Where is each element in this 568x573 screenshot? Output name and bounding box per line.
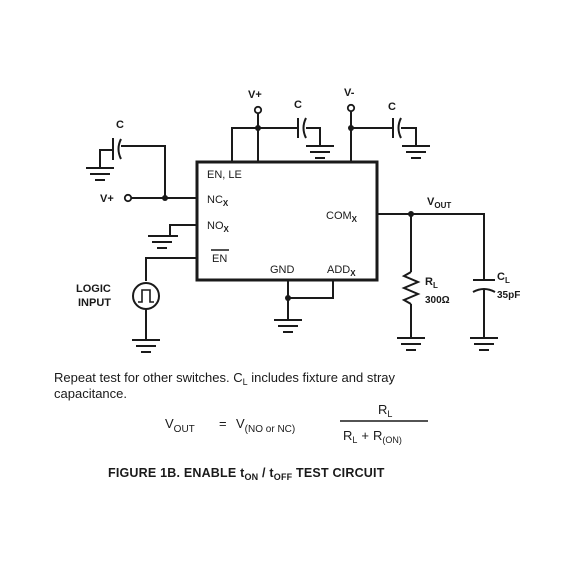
equation-rhs: V(NO or NC) — [236, 416, 295, 435]
gnd-address-ground — [274, 280, 334, 333]
pin-com: COMX — [326, 210, 358, 224]
rl-value: 300Ω — [425, 295, 450, 306]
pin-nc: NCX — [207, 194, 229, 208]
capacitor-label-left: C — [116, 119, 124, 131]
logic-input-label-line1: LOGIC — [76, 283, 111, 295]
pin-en-le: EN, LE — [207, 169, 242, 181]
capacitor-label-vminus: C — [388, 101, 396, 113]
equation-numerator: RL — [378, 402, 392, 419]
vout-equation: VOUT = V(NO or NC) RL RL+R(ON) — [165, 402, 428, 445]
ic-body — [195, 160, 379, 282]
cl-label: CL — [497, 271, 510, 285]
vplus-supply — [231, 105, 334, 162]
output-network — [377, 211, 498, 351]
vplus-supply-label: V+ — [248, 89, 262, 101]
pin-no: NOX — [207, 220, 230, 234]
note-line2: capacitance. — [54, 386, 127, 401]
vminus-supply-label: V- — [344, 87, 355, 99]
cl-value: 35pF — [497, 290, 520, 301]
logic-input-source — [132, 257, 197, 353]
equation-lhs: VOUT — [165, 416, 195, 435]
figure-caption: FIGURE 1B. ENABLE tON / tOFF TEST CIRCUI… — [108, 466, 385, 482]
vplus-input-wire — [123, 193, 197, 203]
vminus-supply — [346, 103, 430, 162]
equation-equals: = — [219, 416, 227, 431]
pin-addx: ADDX — [327, 264, 356, 278]
capacitor-label-vplus: C — [294, 99, 302, 111]
note-line1: Repeat test for other switches. CL inclu… — [54, 370, 396, 387]
logic-input-label-line2: INPUT — [78, 297, 111, 309]
pin-en-bar: EN — [212, 253, 227, 265]
pin-gnd: GND — [270, 264, 295, 276]
no-pin-ground — [148, 224, 197, 249]
equation-denominator: RL+R(ON) — [343, 428, 402, 445]
vplus-input-label: V+ — [100, 193, 114, 205]
vout-label: VOUT — [427, 196, 451, 210]
left-decoupling-capacitor — [86, 138, 166, 198]
rl-label: RL — [425, 276, 438, 290]
